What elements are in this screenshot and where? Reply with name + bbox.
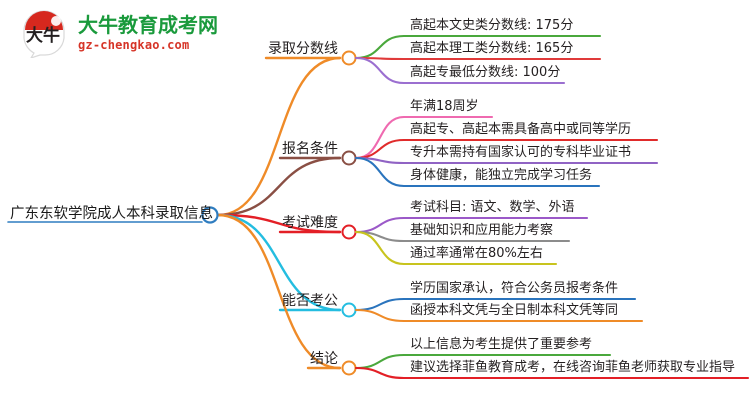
branch-node-label-2[interactable]: 报名条件 bbox=[282, 141, 338, 157]
leaf-node-label-2-4[interactable]: 身体健康，能独立完成学习任务 bbox=[410, 168, 593, 183]
root-node-label[interactable]: 广东东软学院成人本科录取信息 bbox=[10, 206, 213, 222]
leaf-node-label-2-2[interactable]: 高起专、高起本需具备高中或同等学历 bbox=[410, 122, 632, 137]
logo-title: 大牛教育成考网 bbox=[78, 13, 218, 37]
leaf-node-label-1-2[interactable]: 高起本理工类分数线: 165分 bbox=[410, 41, 574, 56]
leaf-node-label-4-1[interactable]: 学历国家承认，符合公务员报考条件 bbox=[410, 281, 619, 296]
branch-node-circle-2[interactable] bbox=[341, 150, 357, 166]
branch-node-label-4[interactable]: 能否考公 bbox=[282, 293, 338, 309]
branch-node-circle-5[interactable] bbox=[341, 360, 357, 376]
leaf-node-label-4-2[interactable]: 函授本科文凭与全日制本科文凭等同 bbox=[410, 303, 619, 318]
branch-node-circle-3[interactable] bbox=[341, 224, 357, 240]
branch-node-label-1[interactable]: 录取分数线 bbox=[268, 41, 338, 57]
leaf-node-label-3-1[interactable]: 考试科目: 语文、数学、外语 bbox=[410, 200, 575, 215]
site-logo: 大牛 大牛教育成考网 gz-chengkao.com bbox=[18, 8, 218, 60]
svg-text:大牛: 大牛 bbox=[26, 25, 60, 46]
branch-node-circle-1[interactable] bbox=[341, 50, 357, 66]
leaf-node-label-2-1[interactable]: 年满18周岁 bbox=[410, 99, 479, 114]
leaf-node-label-5-2[interactable]: 建议选择菲鱼教育成考，在线咨询菲鱼老师获取专业指导 bbox=[410, 360, 736, 375]
leaf-node-label-3-3[interactable]: 通过率通常在80%左右 bbox=[410, 246, 543, 261]
leaf-node-label-3-2[interactable]: 基础知识和应用能力考察 bbox=[410, 223, 554, 238]
leaf-node-label-1-1[interactable]: 高起本文史类分数线: 175分 bbox=[410, 18, 574, 33]
leaf-node-label-5-1[interactable]: 以上信息为考生提供了重要参考 bbox=[410, 337, 593, 352]
leaf-node-label-2-3[interactable]: 专升本需持有国家认可的专科毕业证书 bbox=[410, 145, 632, 160]
speech-bubble-logo-icon: 大牛 bbox=[18, 8, 70, 60]
branch-node-label-3[interactable]: 考试难度 bbox=[282, 215, 338, 231]
branch-node-label-5[interactable]: 结论 bbox=[310, 351, 338, 367]
branch-node-circle-4[interactable] bbox=[341, 302, 357, 318]
logo-subtitle: gz-chengkao.com bbox=[78, 38, 190, 52]
leaf-node-label-1-3[interactable]: 高起专最低分数线: 100分 bbox=[410, 65, 561, 80]
